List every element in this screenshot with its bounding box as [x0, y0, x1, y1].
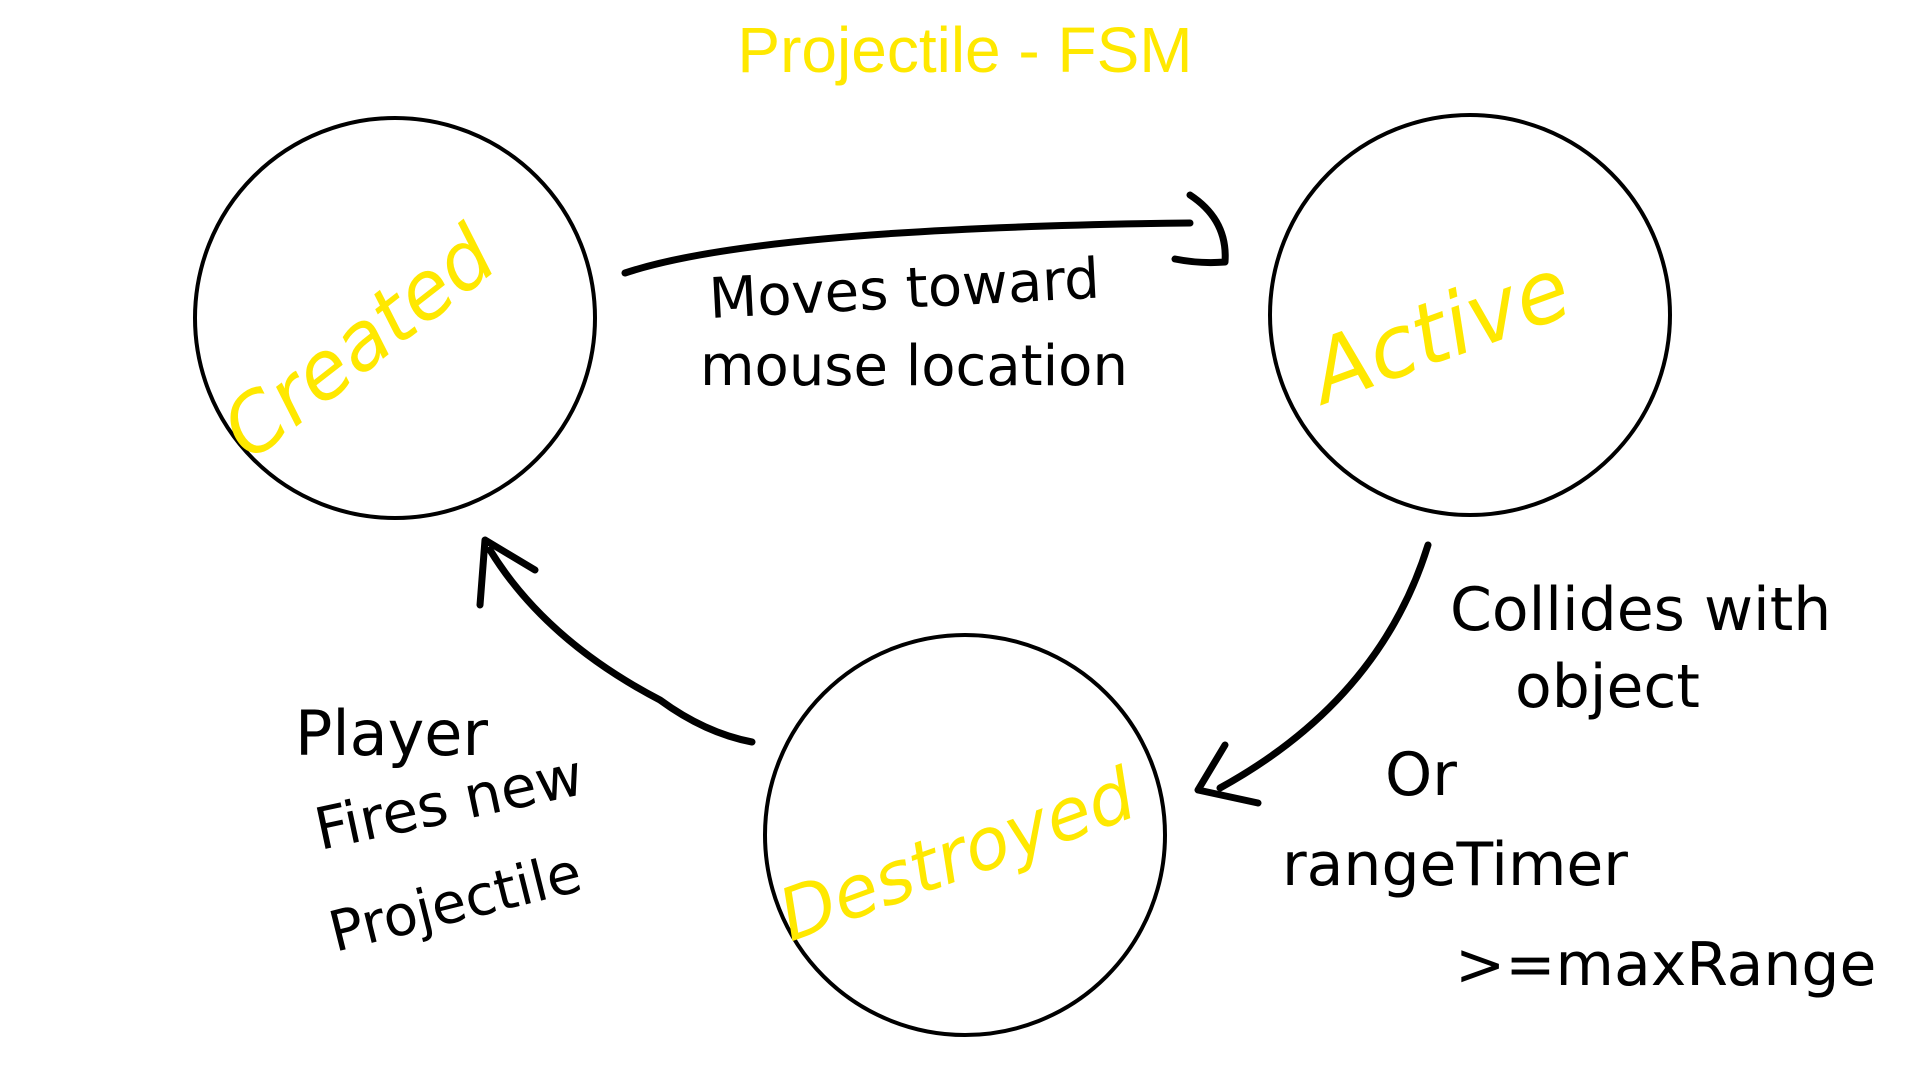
- arrowhead-active-to-destroyed: [1194, 741, 1262, 807]
- transition-destroyed-to-created: Player Fires new Projectile: [295, 536, 756, 966]
- label-active-to-destroyed-line4: rangeTimer: [1282, 830, 1628, 900]
- state-created: Created: [193, 116, 597, 520]
- label-active-to-destroyed-line1: Collides with: [1450, 575, 1831, 645]
- state-active-label: Active: [1293, 238, 1583, 425]
- state-created-label: Created: [204, 208, 513, 478]
- state-destroyed-circle: [763, 633, 1167, 1037]
- label-created-to-active-line1: Moves toward: [707, 247, 1101, 332]
- label-active-to-destroyed-line2: object: [1515, 652, 1700, 722]
- label-created-to-active-line2: mouse location: [700, 334, 1128, 399]
- arrow-destroyed-to-created: [486, 546, 756, 746]
- state-destroyed: Destroyed: [763, 633, 1167, 1037]
- arrow-created-to-active: [621, 219, 1194, 277]
- transition-active-to-destroyed: Collides with object Or rangeTimer >=max…: [1194, 541, 1876, 1000]
- label-destroyed-to-created-line1: Player: [295, 697, 488, 770]
- arrowhead-created-to-active: [1171, 191, 1229, 267]
- state-created-circle: [193, 116, 597, 520]
- label-destroyed-to-created-line3: Projectile: [323, 840, 588, 965]
- state-destroyed-label: Destroyed: [768, 751, 1147, 958]
- state-active: Active: [1268, 113, 1672, 517]
- label-active-to-destroyed-line5: >=maxRange: [1455, 930, 1876, 1000]
- diagram-title: Projectile - FSM: [737, 14, 1192, 86]
- arrow-active-to-destroyed: [1216, 541, 1432, 792]
- state-active-circle: [1268, 113, 1672, 517]
- label-active-to-destroyed-line3: Or: [1385, 740, 1457, 810]
- arrowhead-destroyed-to-created: [476, 536, 539, 609]
- transition-created-to-active: Moves toward mouse location: [621, 191, 1229, 399]
